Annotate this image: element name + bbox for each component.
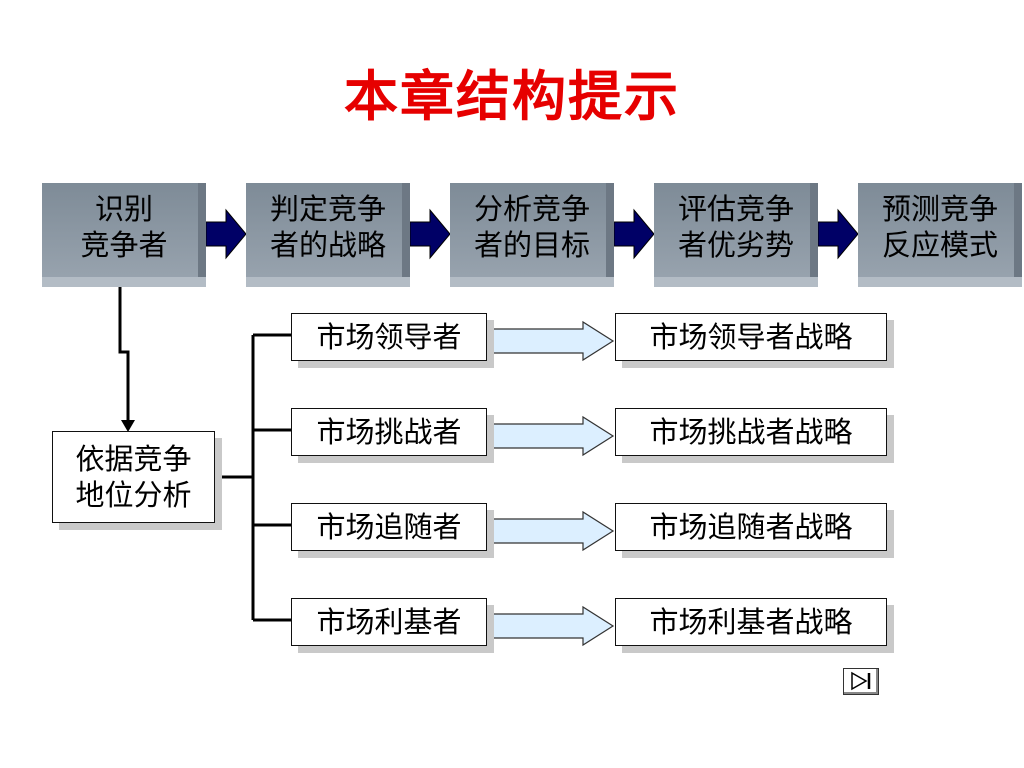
strategy-leader: 市场领导者战略 [615,313,887,361]
step-arrow-1 [205,208,247,260]
step-identify-competitors: 识别 竞争者 [42,183,206,287]
flow-arrow-2 [487,415,615,457]
strategy-challenger: 市场挑战者战略 [615,408,887,456]
strategy-nicher: 市场利基者战略 [615,598,887,646]
step-arrow-2 [409,208,451,260]
flow-arrow-4 [487,605,615,647]
flow-arrow-1 [487,320,615,362]
step-arrow-3 [613,208,655,260]
strategy-follower: 市场追随者战略 [615,503,887,551]
identify-to-basis-line [118,287,130,420]
basis-box: 依据竞争 地位分析 [52,431,215,523]
down-arrow-head [121,420,135,432]
step-analyze-goals: 分析竞争 者的目标 [450,183,614,287]
step-determine-strategy: 判定竞争 者的战略 [246,183,410,287]
position-nicher: 市场利基者 [291,598,487,646]
step-predict-reaction: 预测竞争 反应模式 [858,183,1022,287]
position-challenger: 市场挑战者 [291,408,487,456]
page-title: 本章结构提示 [344,64,680,128]
step-arrow-4 [817,208,859,260]
position-follower: 市场追随者 [291,503,487,551]
next-slide-button[interactable] [843,668,879,695]
step-assess-strengths: 评估竞争 者优劣势 [654,183,818,287]
position-leader: 市场领导者 [291,313,487,361]
flow-arrow-3 [487,510,615,552]
next-slide-icon [851,671,871,691]
